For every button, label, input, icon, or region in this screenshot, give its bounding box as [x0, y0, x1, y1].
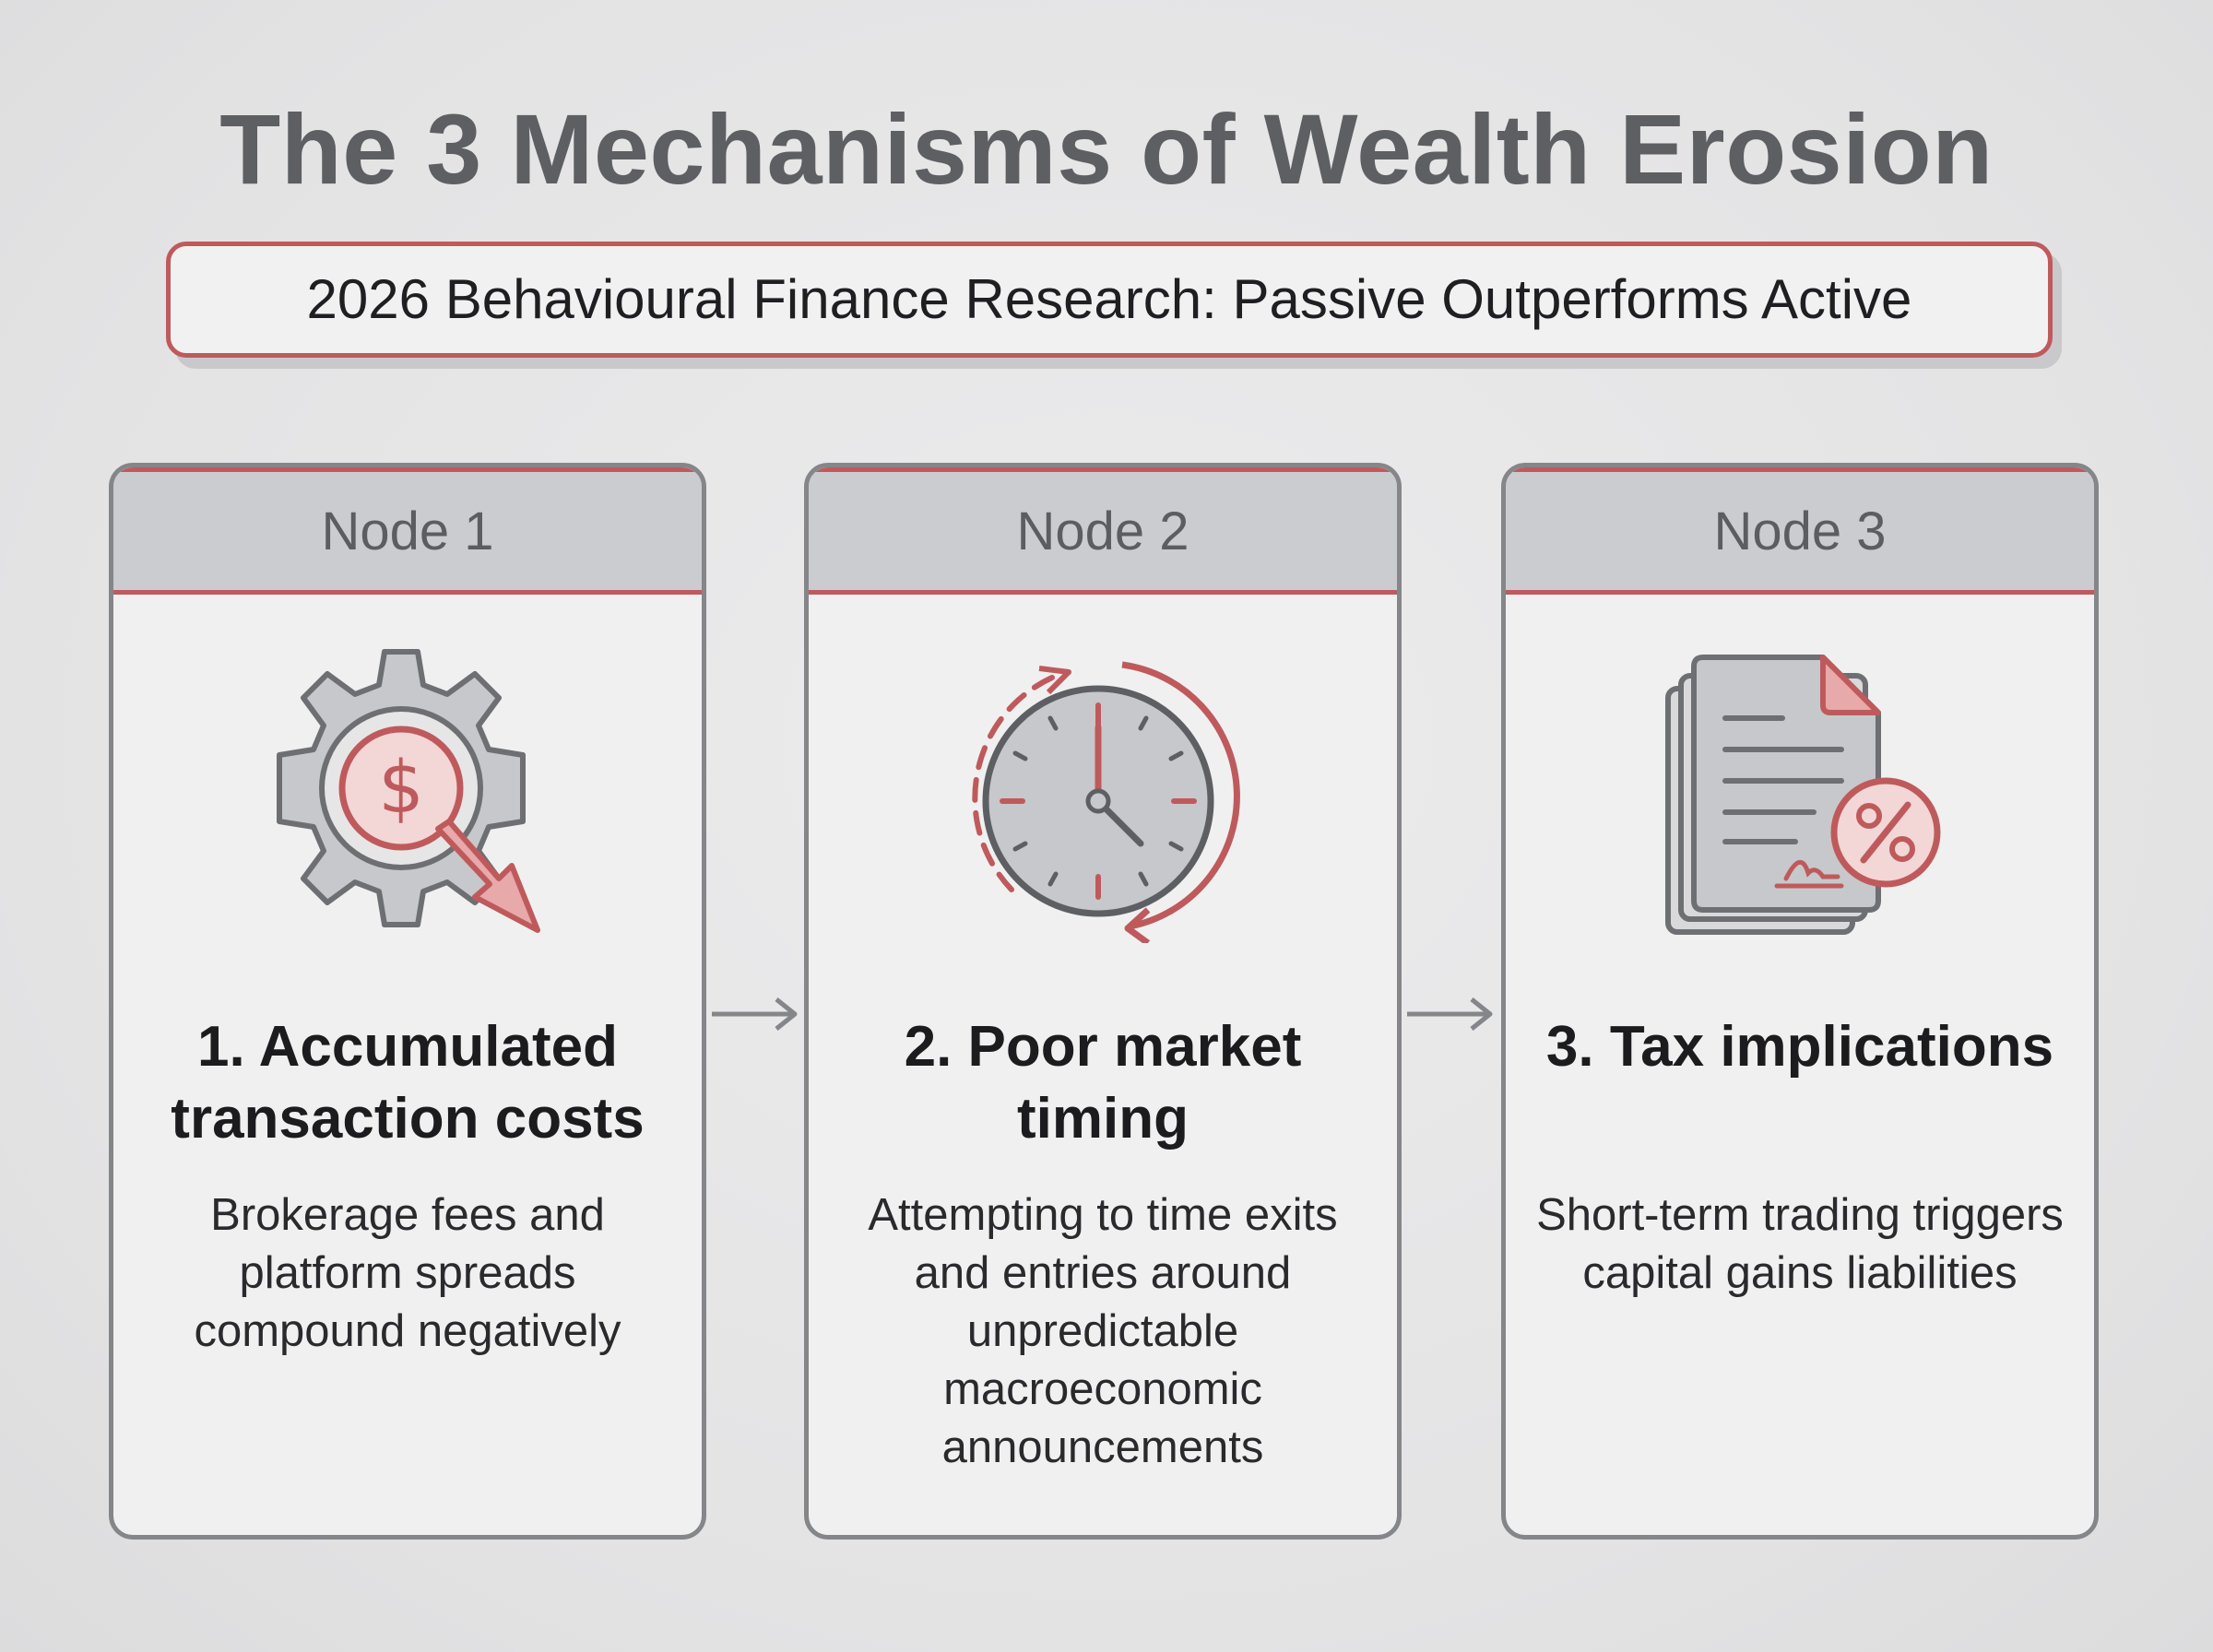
node-title: 2. Poor market timing: [904, 1015, 1302, 1150]
svg-text:$: $: [378, 747, 424, 830]
gear-dollar-down-arrow-icon: $: [277, 649, 540, 933]
node-label: Node 1: [321, 501, 494, 561]
node-title: 1. Accumulated transaction costs: [171, 1015, 645, 1150]
clock-cycle-icon: [972, 661, 1240, 943]
subtitle-banner: 2026 Behavioural Finance Research: Passi…: [166, 242, 2053, 358]
node-description: Short-term trading triggers capital gain…: [1536, 1190, 2064, 1298]
node-header-2: Node 2: [809, 467, 1397, 595]
node-header-1: Node 1: [113, 467, 702, 595]
node-header-3: Node 3: [1506, 467, 2094, 595]
flow-arrow-2-to-3: [1407, 997, 1493, 1031]
flow-arrow-1-to-2: [712, 997, 798, 1031]
subtitle-text: 2026 Behavioural Finance Research: Passi…: [306, 268, 1912, 330]
node-card-2: Node 2: [804, 463, 1402, 1540]
node-label: Node 2: [1016, 501, 1189, 561]
node-description: Attempting to time exits and entries aro…: [868, 1190, 1338, 1472]
node-label: Node 3: [1713, 501, 1887, 561]
node-description: Brokerage fees and platform spreads comp…: [194, 1190, 621, 1356]
tax-document-percent-icon: [1665, 655, 1941, 935]
node-card-1: Node 1 $ 1. Accumulated transaction cost…: [109, 463, 706, 1540]
node-card-3: Node 3 3. Tax implications Short-term tr…: [1501, 463, 2099, 1540]
page-title: The 3 Mechanisms of Wealth Erosion: [219, 93, 1994, 205]
node-title: 3. Tax implications: [1545, 1015, 2054, 1079]
